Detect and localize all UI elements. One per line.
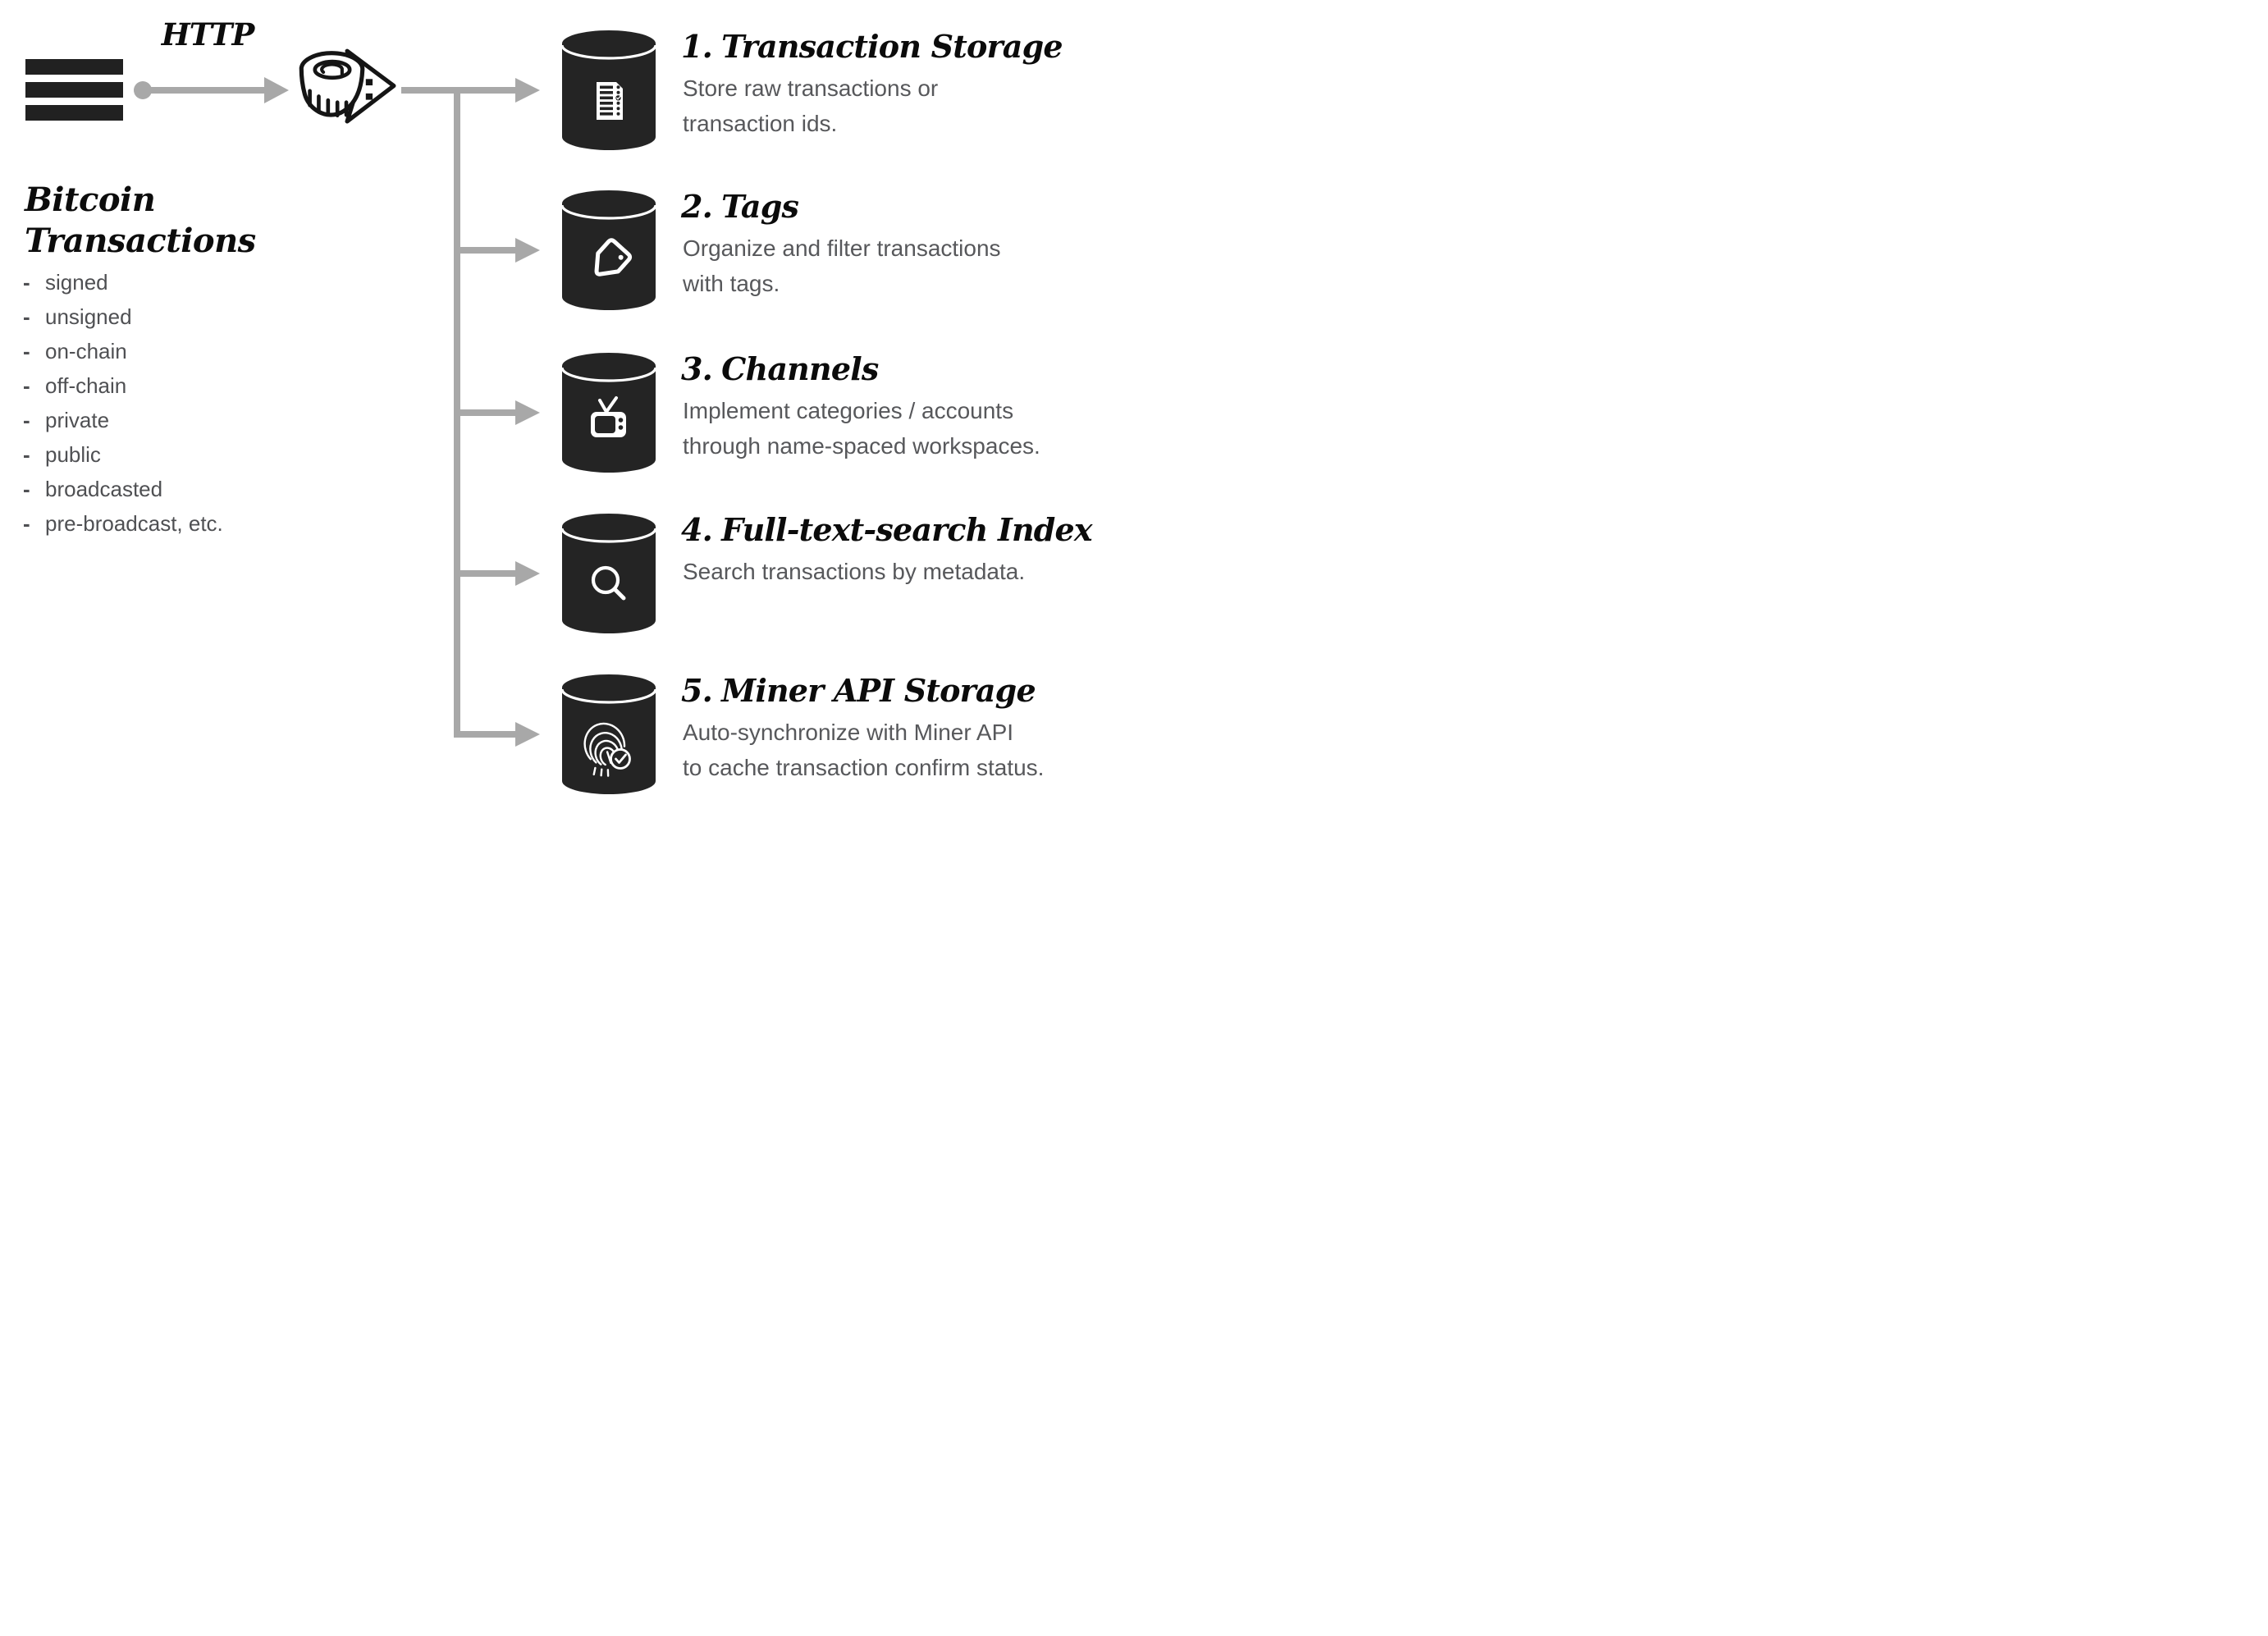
storage-title-text: Miner API Storage <box>721 672 1036 709</box>
storage-row-full-text-search: 4.Full-text-search Index Search transact… <box>560 513 1134 634</box>
storage-title: 5.Miner API Storage <box>681 675 1036 706</box>
list-item: -private <box>23 403 223 437</box>
document-checklist-icon <box>597 82 623 120</box>
storage-title-text: Tags <box>721 188 799 225</box>
storage-row-miner-api-storage: 5.Miner API Storage Auto-synchronize wit… <box>560 674 1134 795</box>
list-item-label: unsigned <box>45 304 132 329</box>
list-item: -on-chain <box>23 334 223 368</box>
search-icon <box>591 565 626 601</box>
source-heading-line2: Transactions <box>25 222 256 260</box>
storage-title: 4.Full-text-search Index <box>681 511 1093 548</box>
list-item-label: broadcasted <box>45 477 163 501</box>
scroll-arrow-icon <box>299 48 396 124</box>
bullet-dash: - <box>23 442 30 467</box>
storage-title-text: Channels <box>721 350 879 387</box>
storage-title-text: Full-text-search Index <box>721 511 1093 548</box>
storage-title: 1.Transaction Storage <box>681 31 1063 62</box>
bullet-dash: - <box>23 477 30 501</box>
source-heading-line1: Bitcoin <box>25 181 156 219</box>
database-cylinder-icon <box>560 514 657 633</box>
transaction-stack-icon <box>25 59 123 128</box>
http-arrow <box>134 77 289 103</box>
storage-title: 2.Tags <box>681 188 799 225</box>
storage-number: 4. <box>681 511 713 548</box>
tag-icon <box>594 238 633 276</box>
storage-row-tags: 2.Tags Organize and filter transactions … <box>560 190 1134 311</box>
list-item-label: off-chain <box>45 373 127 398</box>
bullet-dash: - <box>23 339 30 363</box>
bullet-dash: - <box>23 270 30 295</box>
description-line: Search transactions by metadata. <box>683 559 1026 584</box>
description-line: to cache transaction confirm status. <box>683 755 1045 780</box>
transaction-bar <box>25 82 123 98</box>
fingerprint-check-icon <box>583 722 631 777</box>
description-line: through name-spaced workspaces. <box>683 433 1040 459</box>
description-line: transaction ids. <box>683 111 838 136</box>
bullet-dash: - <box>23 511 30 536</box>
list-item: -signed <box>23 265 223 299</box>
description-line: with tags. <box>683 271 780 296</box>
storage-description: Implement categories / accounts through … <box>683 393 1040 464</box>
storage-description: Store raw transactions or transaction id… <box>683 71 938 141</box>
list-item-label: on-chain <box>45 339 127 363</box>
database-cylinder-icon <box>560 353 657 473</box>
database-cylinder-icon <box>560 674 657 794</box>
bullet-dash: - <box>23 304 30 329</box>
storage-description: Organize and filter transactions with ta… <box>683 231 1001 301</box>
transaction-type-list: -signed -unsigned -on-chain -off-chain -… <box>23 265 223 541</box>
fanout-connector <box>401 78 540 747</box>
tv-icon <box>591 396 626 437</box>
list-item: -pre-broadcast, etc. <box>23 506 223 541</box>
list-item: -off-chain <box>23 368 223 403</box>
list-item: -broadcasted <box>23 472 223 506</box>
storage-description: Search transactions by metadata. <box>683 554 1025 589</box>
transaction-bar <box>25 59 123 75</box>
list-item-label: public <box>45 442 101 467</box>
description-line: Implement categories / accounts <box>683 398 1014 423</box>
storage-row-channels: 3.Channels Implement categories / accoun… <box>560 352 1134 473</box>
storage-number: 5. <box>681 672 713 709</box>
list-item-label: pre-broadcast, etc. <box>45 511 223 536</box>
storage-description: Auto-synchronize with Miner API to cache… <box>683 715 1044 785</box>
diagram-canvas: HTTP Bitcoin Transactions -signed -unsig… <box>0 0 1134 818</box>
bullet-dash: - <box>23 373 30 398</box>
transaction-bar <box>25 105 123 121</box>
storage-title: 3.Channels <box>681 354 879 385</box>
source-heading: Bitcoin Transactions <box>25 180 256 262</box>
description-line: Auto-synchronize with Miner API <box>683 720 1014 745</box>
storage-row-transaction-storage: 1.Transaction Storage Store raw transact… <box>560 30 1134 151</box>
database-cylinder-icon <box>560 30 657 150</box>
storage-number: 1. <box>681 28 713 65</box>
list-item: -public <box>23 437 223 472</box>
storage-title-text: Transaction Storage <box>721 28 1063 65</box>
connector-layer <box>134 77 540 747</box>
storage-number: 2. <box>681 188 713 225</box>
http-label: HTTP <box>161 16 255 53</box>
bullet-dash: - <box>23 408 30 432</box>
storage-number: 3. <box>681 350 713 387</box>
list-item: -unsigned <box>23 299 223 334</box>
description-line: Store raw transactions or <box>683 75 939 101</box>
list-item-label: private <box>45 408 110 432</box>
database-cylinder-icon <box>560 190 657 310</box>
list-item-label: signed <box>45 270 108 295</box>
description-line: Organize and filter transactions <box>683 235 1001 261</box>
